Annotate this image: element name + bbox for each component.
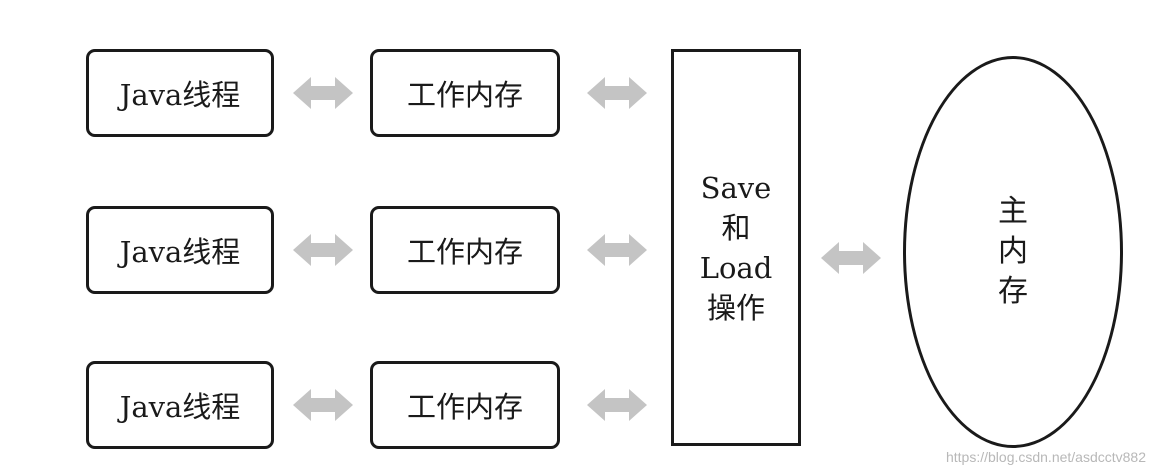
working-memory-label-3: 工作内存: [406, 390, 523, 424]
double-arrow-icon: [821, 240, 881, 276]
save-load-line-1: Save: [700, 170, 772, 205]
working-memory-box-3: 工作内存: [370, 361, 560, 449]
double-arrow-icon: [587, 75, 647, 111]
working-memory-box-2: 工作内存: [370, 206, 560, 294]
watermark: https://blog.csdn.net/asdcctv882: [945, 449, 1146, 465]
java-thread-box-2: Java线程: [86, 206, 274, 294]
java-thread-box-1: Java线程: [86, 49, 274, 137]
save-load-line-2: 和: [721, 210, 751, 245]
main-memory-line-2: 内: [998, 234, 1028, 269]
java-thread-label-2: Java线程: [119, 235, 241, 269]
double-arrow-icon: [293, 75, 353, 111]
main-memory-line-1: 主: [998, 194, 1028, 229]
save-load-line-4: 操作: [706, 290, 765, 325]
double-arrow-icon: [293, 232, 353, 268]
java-thread-box-3: Java线程: [86, 361, 274, 449]
java-thread-label-1: Java线程: [119, 78, 241, 112]
java-thread-label-3: Java线程: [119, 390, 241, 424]
main-memory-line-3: 存: [998, 274, 1028, 309]
double-arrow-icon: [587, 232, 647, 268]
double-arrow-icon: [587, 387, 647, 423]
working-memory-label-1: 工作内存: [406, 78, 523, 112]
working-memory-label-2: 工作内存: [406, 235, 523, 269]
save-load-line-3: Load: [699, 250, 773, 285]
working-memory-box-1: 工作内存: [370, 49, 560, 137]
save-load-box: Save 和 Load 操作: [671, 49, 801, 446]
main-memory-ellipse: 主 内 存: [903, 56, 1123, 448]
double-arrow-icon: [293, 387, 353, 423]
